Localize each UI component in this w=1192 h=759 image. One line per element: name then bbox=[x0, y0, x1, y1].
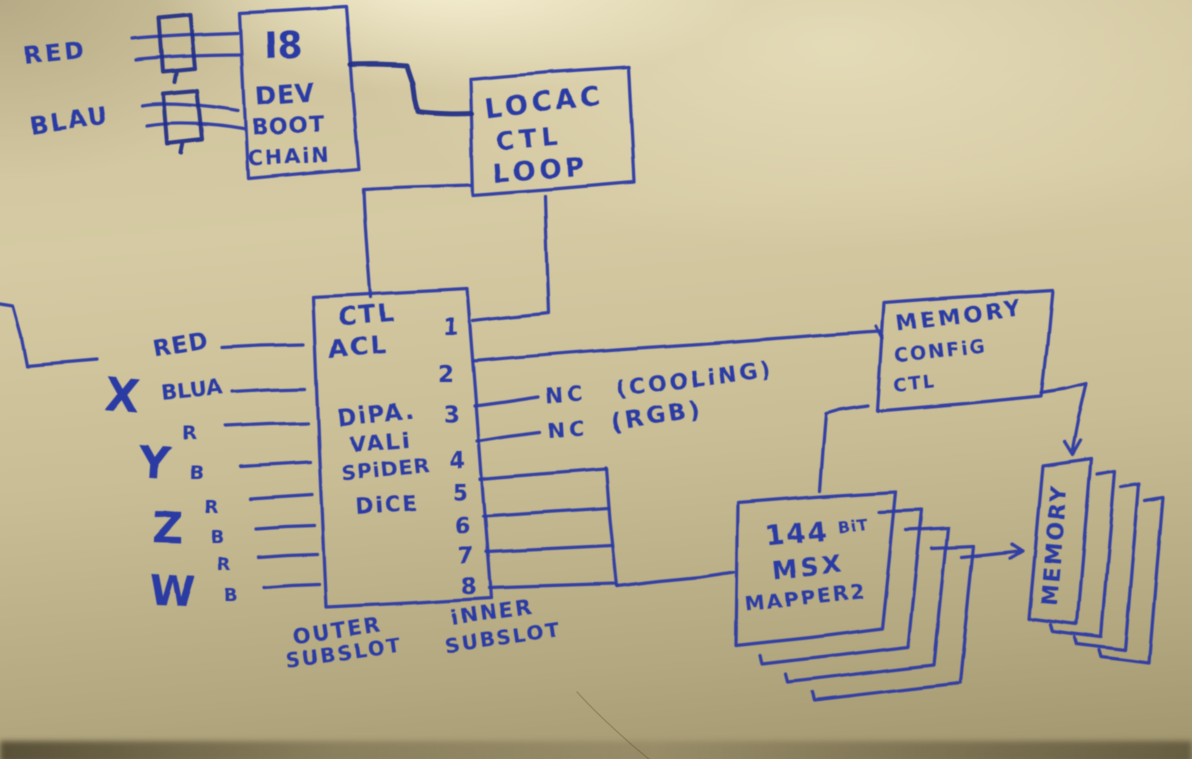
central-line-acl: ACL bbox=[327, 331, 389, 364]
wire-w-r bbox=[257, 552, 319, 559]
bootchain-line-dev: DEV bbox=[254, 78, 316, 111]
pin-number-4: 4 bbox=[449, 448, 465, 474]
wire-memconfig-to-memorystack bbox=[1040, 381, 1088, 457]
wire-pin7 bbox=[484, 544, 614, 554]
nc-cooling-nc: NC bbox=[545, 381, 588, 408]
bus-w-r: R bbox=[217, 554, 231, 575]
bus-w-b: B bbox=[224, 585, 238, 606]
wire-blau-bottom bbox=[145, 121, 245, 131]
red-connector-symbol bbox=[157, 13, 197, 84]
wire-pin6 bbox=[481, 506, 611, 518]
pin-number-3: 3 bbox=[444, 403, 460, 429]
memory-stack-label: MEMORY bbox=[1038, 483, 1073, 606]
pin-number-2: 2 bbox=[438, 362, 454, 388]
central-line-ctl: CTL bbox=[337, 298, 397, 332]
bus-letter-z: Z bbox=[152, 503, 184, 553]
wire-bootchain-to-central bbox=[362, 183, 473, 299]
wire-pin5 bbox=[478, 467, 608, 481]
bus-y-b: B bbox=[190, 462, 204, 484]
bus-x-red: RED bbox=[152, 328, 211, 363]
wire-pin2-to-memconfig bbox=[471, 324, 884, 363]
central-box bbox=[311, 287, 493, 609]
pin-number-6: 6 bbox=[455, 514, 470, 539]
bus-letter-y: Y bbox=[136, 437, 173, 490]
wire-x-red bbox=[220, 342, 305, 349]
nc-rgb-nc: NC bbox=[547, 417, 589, 443]
bus-letter-w: W bbox=[147, 565, 196, 616]
ink-layer: RED BLAU I8 DEV BOOT CHAiN LOCAC CTL LOO… bbox=[0, 5, 1165, 702]
wire-y-b bbox=[238, 460, 312, 468]
bootchain-line-chain: CHAiN bbox=[247, 143, 332, 171]
bus-z-r: R bbox=[204, 497, 218, 518]
pin-number-1: 1 bbox=[443, 315, 458, 340]
bootchain-line-i8: I8 bbox=[263, 25, 303, 67]
bus-y-r: R bbox=[182, 422, 197, 444]
wire-red-bottom bbox=[134, 53, 242, 62]
wire-bus-vertical bbox=[604, 466, 619, 588]
mapper-bits: 144 bbox=[764, 516, 829, 553]
central-line-vali: VALi bbox=[348, 429, 412, 459]
central-line-dice: DiCE bbox=[356, 491, 420, 519]
localloop-line-local: LOCAC bbox=[483, 80, 606, 125]
wire-red-top bbox=[131, 31, 240, 41]
mapper-line-msx: MSX bbox=[772, 549, 846, 585]
central-line-dipa: DiPA. bbox=[336, 398, 417, 432]
wire-pin8 bbox=[487, 582, 618, 590]
wire-pin4-nc bbox=[475, 430, 542, 443]
memory-config-box bbox=[875, 289, 1055, 413]
board-bottom-edge-shadow bbox=[0, 741, 1192, 759]
bus-z-b: B bbox=[211, 527, 225, 548]
mapper-stack-layer-1 bbox=[758, 508, 924, 666]
wire-localloop-to-pin1 bbox=[471, 194, 551, 323]
pin-number-5: 5 bbox=[452, 481, 467, 506]
memconfig-line-ctl: CTL bbox=[892, 372, 937, 397]
mapper-stack-layer-2 bbox=[784, 526, 950, 684]
wire-bus-to-mapper bbox=[615, 570, 736, 588]
mapper-line-mapper2: MAPPER2 bbox=[744, 579, 868, 616]
wire-left-edge-stub bbox=[0, 302, 99, 368]
mapper-stack-layer-3 bbox=[810, 544, 976, 702]
localloop-line-ctl: CTL bbox=[495, 121, 564, 156]
memconfig-line-memory: MEMORY bbox=[895, 297, 1024, 337]
wire-blau-top bbox=[140, 102, 240, 113]
label-blau-input: BLAU bbox=[29, 101, 111, 140]
memory-stack-front bbox=[1027, 457, 1093, 626]
wire-z-r bbox=[248, 493, 314, 501]
blau-connector-symbol bbox=[161, 89, 204, 154]
bus-letter-x: X bbox=[102, 367, 142, 424]
wire-bootchain-to-localloop bbox=[347, 62, 474, 117]
memconfig-line-config: CONFiG bbox=[893, 335, 988, 368]
wire-y-r bbox=[223, 421, 310, 428]
memory-stack-layer-3 bbox=[1097, 495, 1165, 665]
pin-number-8: 8 bbox=[461, 575, 476, 600]
wire-x-blua bbox=[230, 387, 307, 394]
local-loop-box bbox=[468, 65, 636, 197]
wire-z-b bbox=[254, 524, 316, 531]
memory-stack-layer-1 bbox=[1049, 469, 1117, 639]
localloop-line-loop: LOOP bbox=[492, 152, 589, 189]
label-red-input: RED bbox=[22, 35, 88, 70]
wire-w-b bbox=[262, 582, 321, 589]
bus-x-blua: BLUA bbox=[160, 375, 224, 405]
bootchain-line-boot: BOOT bbox=[251, 112, 325, 141]
wire-pin3-nc bbox=[473, 395, 540, 408]
pin-number-7: 7 bbox=[458, 544, 473, 569]
boot-chain-box bbox=[238, 5, 361, 181]
mapper-bits-unit: BiT bbox=[836, 515, 869, 537]
memory-stack-layer-2 bbox=[1073, 482, 1141, 652]
wire-memconfig-to-mapper bbox=[818, 404, 870, 493]
mapper-stack-front bbox=[734, 490, 898, 648]
